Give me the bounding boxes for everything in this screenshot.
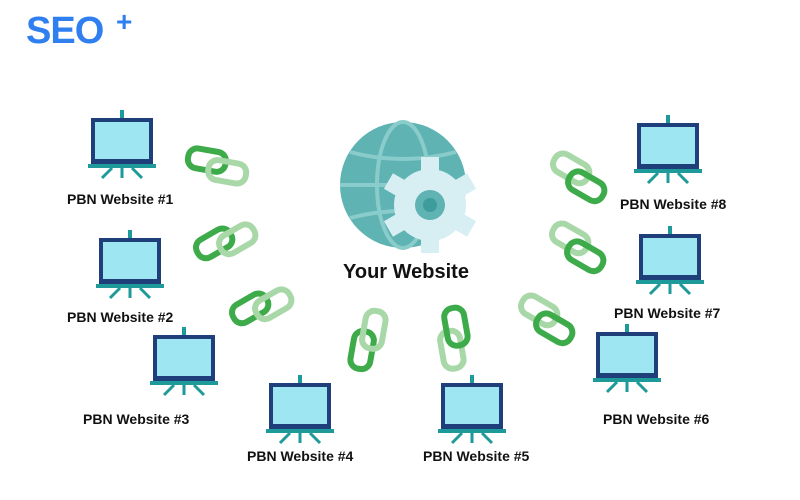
monitor-icon-1 <box>88 110 156 180</box>
globe-gear-icon <box>340 120 477 253</box>
pbn-label-2: PBN Website #2 <box>67 309 174 325</box>
pbn-label-5: PBN Website #5 <box>423 448 530 464</box>
chain-link-6 <box>518 292 576 347</box>
seo-plus-logo: SEO + <box>26 8 132 52</box>
monitor-icon-4 <box>266 375 334 445</box>
monitor-icon-7 <box>636 226 704 296</box>
monitor-icon-6 <box>593 324 661 394</box>
pbn-label-3: PBN Website #3 <box>83 411 190 427</box>
pbn-label-7: PBN Website #7 <box>614 305 721 321</box>
chain-link-8 <box>550 150 608 205</box>
chain-link-1 <box>184 145 250 187</box>
pbn-label-8: PBN Website #8 <box>620 196 727 212</box>
monitor-icon-2 <box>96 230 164 300</box>
pbn-label-4: PBN Website #4 <box>247 448 354 464</box>
monitor-icon-8 <box>634 115 702 185</box>
monitors-group <box>88 110 704 445</box>
pbn-label-6: PBN Website #6 <box>603 411 710 427</box>
chain-link-3 <box>229 286 295 327</box>
chain-link-5 <box>437 304 471 372</box>
chain-link-2 <box>193 221 259 262</box>
logo-plus: + <box>116 6 132 37</box>
your-website-label: Your Website <box>343 261 469 283</box>
pbn-label-1: PBN Website #1 <box>67 191 174 207</box>
chain-link-7 <box>549 220 607 275</box>
chain-link-4 <box>347 307 389 373</box>
monitor-icon-5 <box>438 375 506 445</box>
monitor-icon-3 <box>150 327 218 397</box>
logo-text: SEO <box>26 10 104 52</box>
